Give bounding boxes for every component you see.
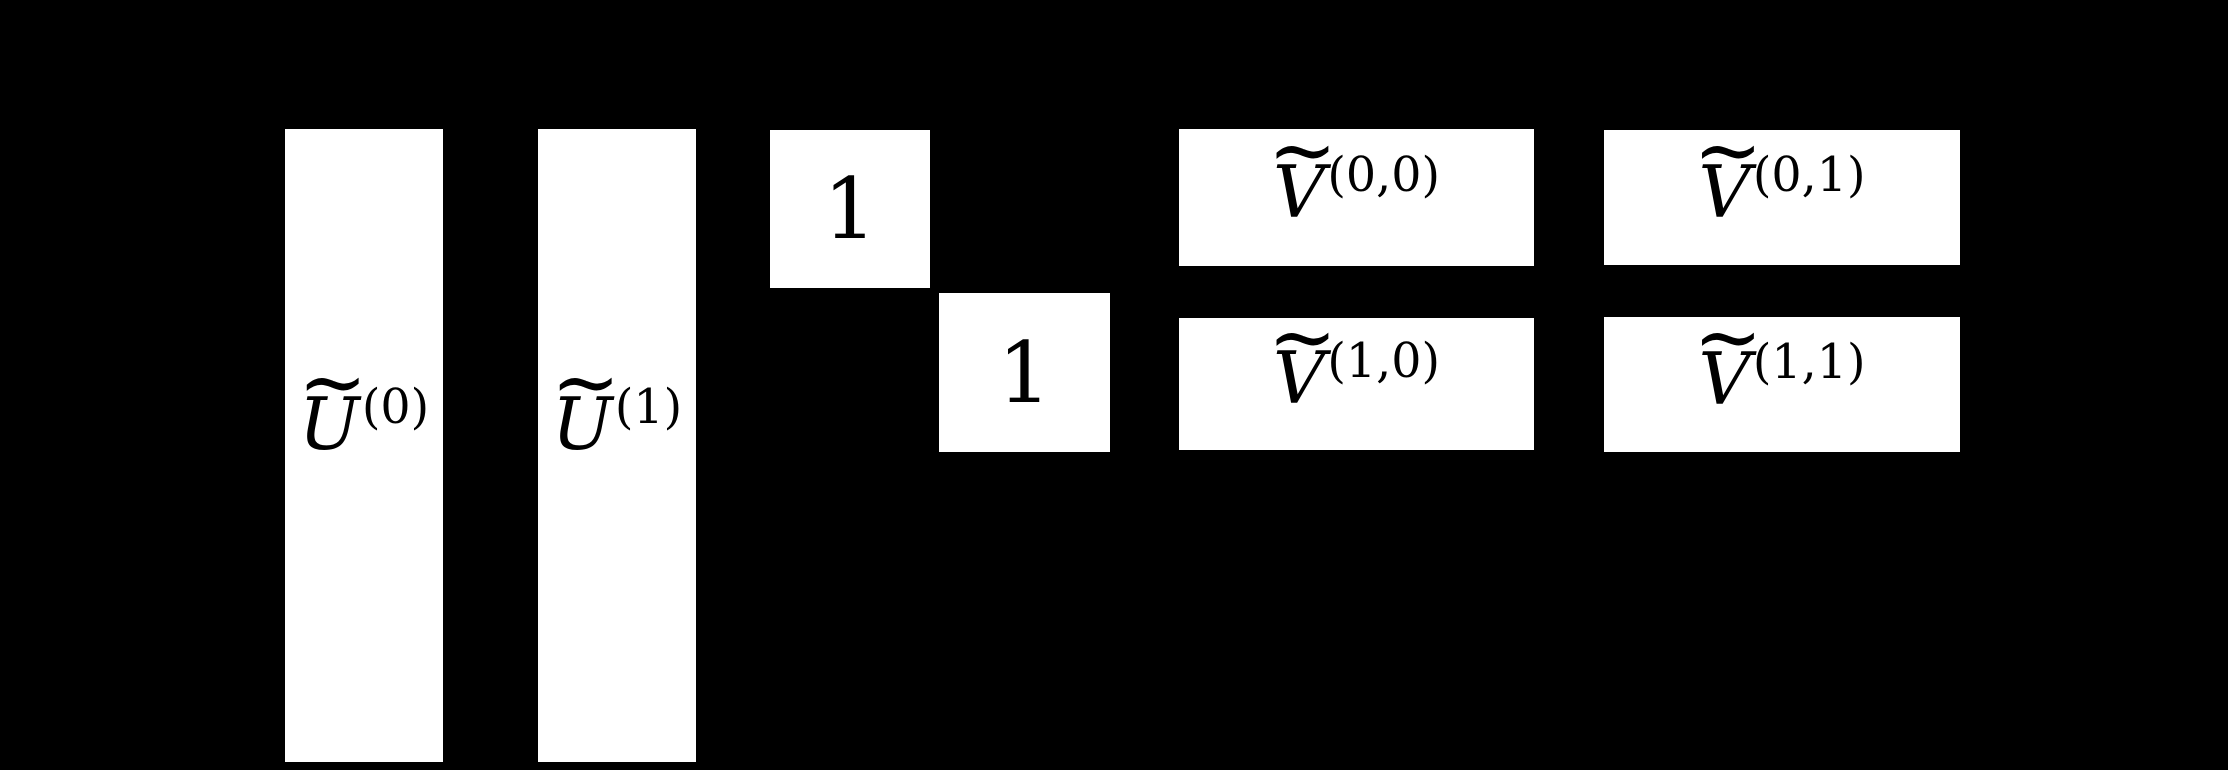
identity-block-0: 1 bbox=[770, 130, 930, 288]
matrix-label-v00: ~V(0,0) bbox=[1268, 108, 1440, 227]
tilde-accent: ~ bbox=[1267, 101, 1338, 199]
tilde-accent: ~ bbox=[297, 333, 368, 431]
identity-label-1: 1 bbox=[997, 323, 1052, 422]
matrix-block-v00: ~V(0,0) bbox=[1179, 108, 1534, 266]
identity-label-0: 1 bbox=[823, 160, 877, 258]
label-base: V bbox=[1698, 336, 1751, 421]
label-superscript: (1) bbox=[614, 379, 683, 435]
matrix-label-v10: ~V(1,0) bbox=[1268, 295, 1440, 414]
label-base: V bbox=[1272, 149, 1325, 234]
label-base: V bbox=[1698, 149, 1751, 234]
matrix-block-v11: ~V(1,1) bbox=[1604, 295, 1960, 452]
matrix-block-v10: ~V(1,0) bbox=[1179, 295, 1534, 450]
tilde-accent: ~ bbox=[1693, 288, 1763, 386]
tilde-accent: ~ bbox=[1693, 101, 1763, 199]
label-superscript: (0,1) bbox=[1752, 147, 1866, 203]
matrix-label-v01: ~V(0,1) bbox=[1693, 108, 1865, 227]
label-superscript: (1,1) bbox=[1752, 334, 1866, 390]
matrix-block-v01: ~V(0,1) bbox=[1604, 108, 1960, 265]
label-superscript: (1,0) bbox=[1327, 333, 1441, 389]
label-base: U bbox=[551, 381, 613, 466]
identity-block-1: 1 bbox=[939, 293, 1110, 452]
matrix-label-u0: ~U(0) bbox=[298, 340, 429, 459]
tilde-accent: ~ bbox=[550, 333, 621, 431]
matrix-label-u1: ~U(1) bbox=[551, 340, 682, 459]
matrix-block-u1: ~U(1) bbox=[538, 129, 696, 762]
label-base: V bbox=[1272, 336, 1325, 420]
matrix-label-v11: ~V(1,1) bbox=[1693, 295, 1865, 414]
label-superscript: (0,0) bbox=[1327, 147, 1441, 203]
label-superscript: (0) bbox=[361, 379, 430, 435]
tilde-accent: ~ bbox=[1267, 287, 1338, 385]
matrix-block-u0: ~U(0) bbox=[285, 129, 443, 762]
label-base: U bbox=[298, 381, 360, 466]
